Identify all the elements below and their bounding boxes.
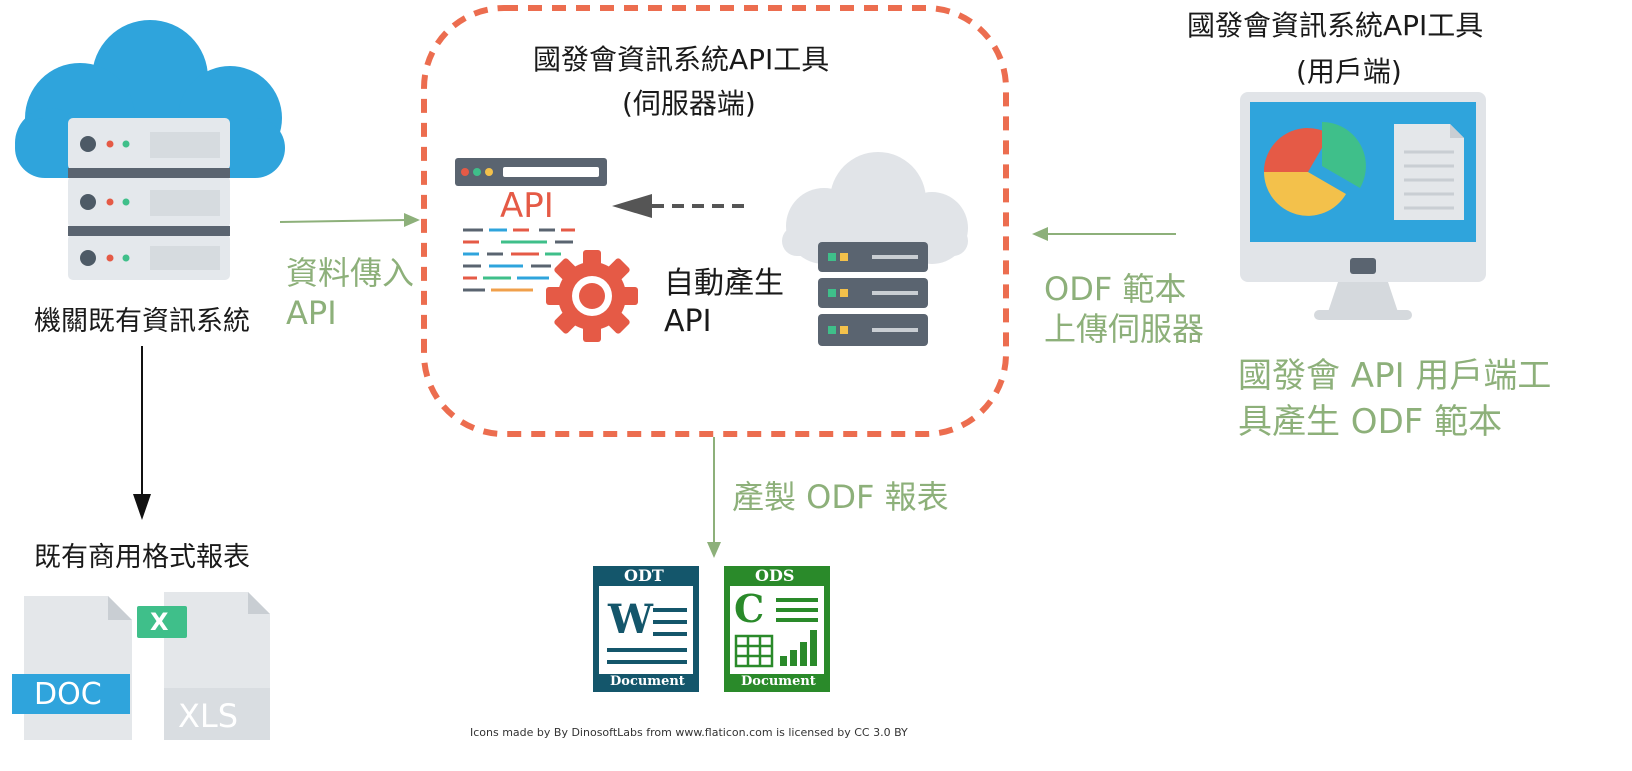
client-title-1: 國發會資訊系統API工具 [1187,9,1484,42]
odt-glyph: W [608,596,653,643]
icon-credit: Icons made by By DinosoftLabs from www.f… [470,726,908,739]
server-title-2: (伺服器端) [622,87,756,120]
data-in-label-2: API [286,294,337,332]
excel-glyph: X [150,608,169,636]
monitor-chart-icon [1240,92,1486,320]
ods-header: ODS [755,566,795,585]
odt-header: ODT [624,566,664,585]
reports-label: 既有商用格式報表 [34,542,250,573]
client-caption-2: 具產生 ODF 範本 [1238,402,1503,442]
api-icon-text: API [500,186,554,226]
upload-label-2: 上傳伺服器 [1044,310,1205,348]
client-caption-1: 國發會 API 用戶端工 [1238,356,1552,396]
excel-badge [137,606,187,638]
cloud-server-icon [15,20,285,280]
data-in-label-1: 資料傳入 [286,254,415,292]
auto-label-2: API [664,304,712,339]
gray-cloud-server-icon [782,152,968,346]
upload-label-1: ODF 範本 [1044,270,1187,308]
odt-document-icon [593,566,699,692]
ods-glyph: C [734,586,765,631]
ods-document-icon [724,566,830,692]
client-title-2: (用戶端) [1296,55,1402,88]
server-title-1: 國發會資訊系統API工具 [533,43,830,76]
produce-label: 產製 ODF 報表 [732,478,949,516]
api-code-icon [455,158,607,292]
xls-badge: XLS [178,697,239,735]
auto-label-1: 自動產生 [664,266,784,301]
gear-icon [546,250,638,342]
xls-file-icon [164,592,270,740]
ods-footer: Document [741,674,816,689]
doc-file-icon [12,596,132,740]
odt-footer: Document [610,674,685,689]
doc-badge: DOC [34,677,102,712]
system-label: 機關既有資訊系統 [34,306,250,337]
